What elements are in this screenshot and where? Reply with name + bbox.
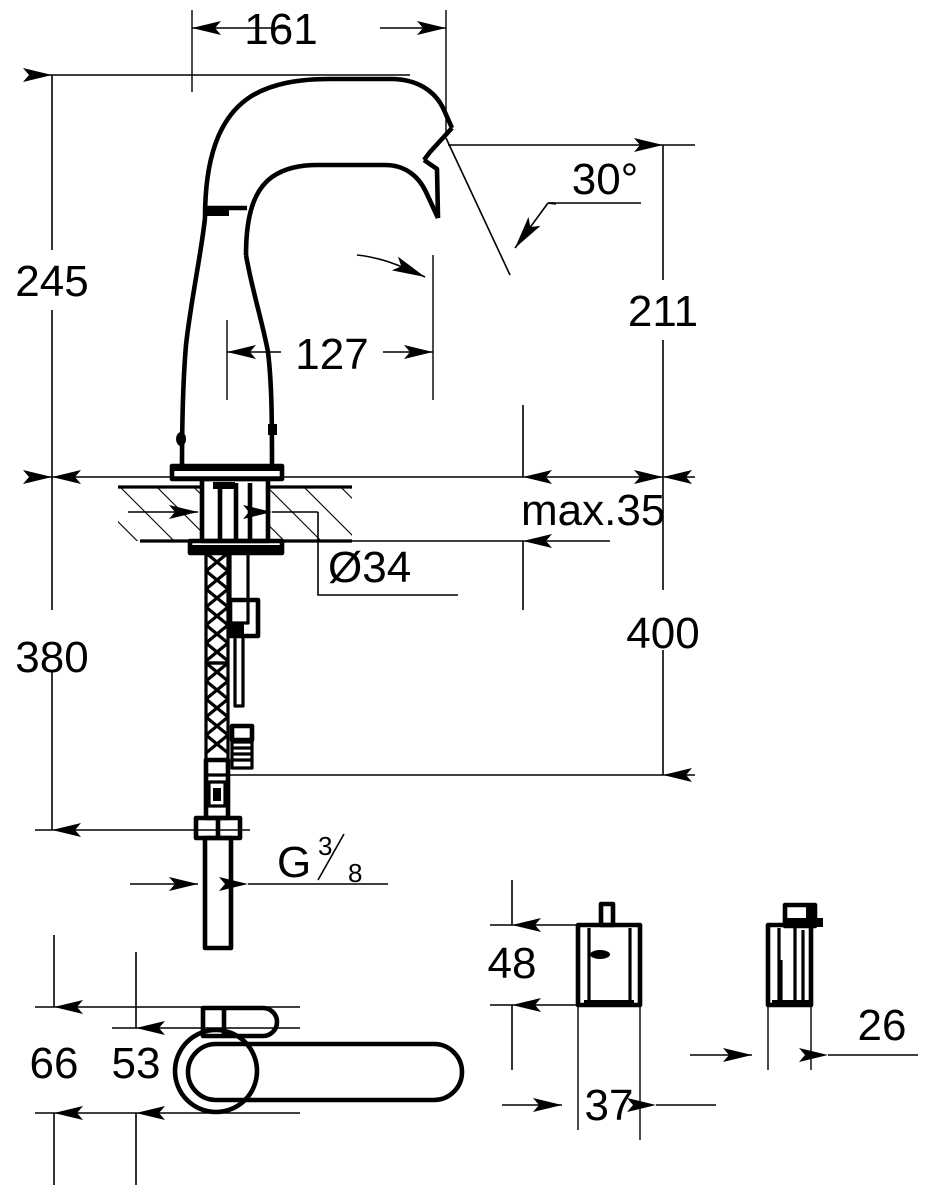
dim-label-53: 53	[112, 1039, 161, 1088]
dim-label-37: 37	[585, 1081, 634, 1130]
annotation-thread-g38: G 3 8	[130, 831, 388, 891]
annotation-30-degree: 30°	[445, 137, 641, 276]
mounting-shank	[187, 476, 285, 556]
deck-section	[118, 485, 352, 543]
handle-lever-arm	[185, 1041, 465, 1103]
lower-pipe-detail	[207, 780, 227, 808]
dim-label-211: 211	[628, 287, 698, 336]
outlet-tube-g38	[202, 835, 234, 951]
dimension-37: 37	[502, 1081, 716, 1130]
handle-top-view: 66 53	[30, 935, 465, 1185]
body-side-button	[268, 424, 277, 435]
dimension-48: 48	[488, 880, 541, 1070]
dimension-53: 53	[112, 952, 165, 1185]
dim-label-245: 245	[15, 257, 88, 306]
module-side-shelf	[785, 918, 823, 927]
dim-label-400: 400	[626, 609, 699, 658]
module-side-base	[772, 1000, 810, 1006]
handle-upper-stub	[200, 1005, 280, 1039]
shank-top-cap	[213, 482, 235, 489]
dim-label-66: 66	[30, 1039, 79, 1088]
supply-hose-assembly	[193, 551, 261, 951]
dim-label-161: 161	[244, 5, 317, 54]
leader-spout-underside	[356, 254, 426, 278]
dimension-127: 127	[227, 330, 433, 379]
body-left-marker	[176, 432, 187, 446]
ribbed-connector-ribs	[232, 740, 252, 762]
dimension-66: 66	[30, 935, 83, 1185]
faucet-spout	[202, 76, 455, 256]
module-side-view: 26	[690, 902, 918, 1070]
spout-outer-contour	[202, 76, 455, 219]
spout-outlet-face-upper	[422, 126, 454, 162]
main-elevation-view: 161 127 245 380 211	[15, 5, 700, 951]
dimension-211: 211	[628, 138, 698, 484]
spout-body-notch	[207, 210, 229, 216]
angle-leader-arrow	[514, 202, 549, 249]
deck-hatch-right	[268, 487, 352, 541]
dimension-161: 161	[192, 5, 446, 54]
spout-inner-contour	[243, 162, 441, 256]
dim-label-26: 26	[858, 1001, 907, 1050]
dimension-26: 26	[690, 1001, 918, 1062]
thread-fraction-slash	[317, 833, 345, 881]
leader-arrow-spout	[356, 254, 426, 278]
mounting-nut	[190, 545, 282, 551]
dim-label-diameter-34: Ø34	[328, 543, 411, 592]
thin-tube-mid	[233, 634, 245, 708]
braided-hose-lower	[204, 661, 230, 777]
body-left-contour	[179, 217, 208, 469]
dim-label-thread-letter: G	[277, 838, 311, 887]
lower-pipe-port	[213, 788, 221, 801]
handle-body-circle	[172, 1027, 260, 1115]
dimension-380: 380	[15, 470, 89, 837]
dim-label-127: 127	[295, 330, 368, 379]
hose-lower-braid	[204, 661, 230, 755]
angle-reference-line	[445, 137, 511, 276]
base-flange-top	[172, 466, 282, 471]
module-side-nub-mark	[806, 903, 814, 927]
deck-hatch-left	[118, 487, 202, 541]
module-front-base	[584, 1000, 634, 1007]
dim-label-thread-denominator: 8	[348, 858, 362, 888]
extension-lines	[35, 10, 695, 831]
rigid-tube-upper	[228, 551, 250, 625]
dim-label-max-35: max.35	[521, 486, 665, 535]
dimension-max-35: max.35	[521, 405, 665, 610]
dimension-245: 245	[15, 68, 89, 484]
module-front-nub	[598, 901, 616, 928]
ribbed-connector-outline	[230, 738, 254, 770]
module-front-view: 48 37	[488, 880, 716, 1140]
dim-label-48: 48	[488, 939, 537, 988]
dimension-400: 400	[626, 470, 700, 782]
module-front-label-mark	[590, 950, 611, 959]
dim-label-thread-numerator: 3	[318, 831, 332, 861]
connector-upper-mark	[230, 624, 244, 636]
spout-outlet-face-lower	[422, 158, 441, 219]
dim-label-30-degree: 30°	[572, 155, 639, 204]
dim-label-380: 380	[15, 633, 88, 682]
hose-upper-braid	[204, 551, 230, 663]
